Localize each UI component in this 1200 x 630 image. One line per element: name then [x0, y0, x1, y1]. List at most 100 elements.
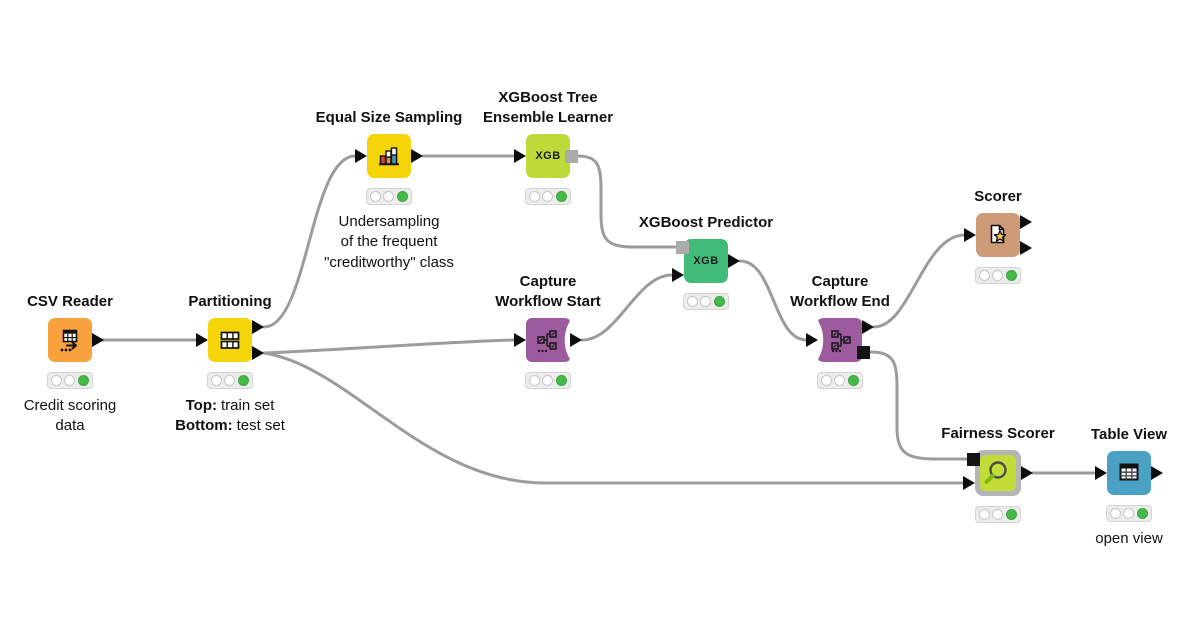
- wire-predictor-captureend[interactable]: [738, 259, 808, 342]
- node-label: XGBoost Tree Ensemble Learner: [482, 89, 614, 127]
- traffic-yellow-off: [834, 375, 846, 386]
- workflow-merge-icon: [827, 327, 853, 353]
- data-input-port[interactable]: [963, 476, 975, 490]
- capture-start-body[interactable]: [526, 318, 570, 362]
- workflow-input-port[interactable]: [967, 452, 980, 466]
- node-annotation: Top:train set Bottom:test set: [175, 397, 285, 435]
- traffic-green-on: [555, 375, 567, 386]
- model-input-port[interactable]: [676, 240, 689, 254]
- traffic-red-off: [821, 375, 833, 386]
- output-port[interactable]: [92, 333, 104, 347]
- output-port-test[interactable]: [252, 346, 264, 360]
- node-label: Equal Size Sampling: [315, 109, 463, 127]
- wire-learner-predictor-model[interactable]: [576, 154, 678, 249]
- traffic-red-off: [211, 375, 223, 386]
- bar-chart-icon: [379, 147, 399, 166]
- traffic-red-off: [51, 375, 63, 386]
- partitioning-body[interactable]: [208, 318, 252, 362]
- output-port-train[interactable]: [252, 320, 264, 334]
- input-port[interactable]: [196, 333, 208, 347]
- table-grid-icon: [1119, 463, 1139, 481]
- workflow-branch-icon: [535, 327, 561, 353]
- node-label: Table View: [1090, 426, 1168, 444]
- wire-partitioning-fairnessscorer[interactable]: [262, 351, 965, 485]
- output-port-bottom[interactable]: [1020, 241, 1032, 255]
- magnifier-icon: [984, 461, 1007, 484]
- input-port[interactable]: [964, 228, 976, 242]
- wire-captureend-scorer[interactable]: [872, 233, 966, 329]
- traffic-red-off: [979, 270, 991, 281]
- traffic-yellow-off: [700, 296, 712, 307]
- input-port[interactable]: [806, 333, 818, 347]
- node-scorer[interactable]: Scorer: [964, 188, 1032, 284]
- traffic-yellow-off: [992, 509, 1004, 520]
- xgboost-learner-body[interactable]: XGB: [526, 134, 570, 178]
- output-port[interactable]: [1151, 466, 1163, 480]
- node-xgboost-predictor[interactable]: XGBoost Predictor XGB: [639, 214, 773, 310]
- output-port[interactable]: [1021, 466, 1033, 480]
- model-output-port[interactable]: [565, 149, 578, 163]
- workflow-output-port[interactable]: [857, 345, 870, 359]
- status-traffic-light: [47, 372, 93, 389]
- traffic-green-on: [1005, 509, 1017, 520]
- node-partitioning[interactable]: Partitioning Top:train set Bottom:test s…: [175, 293, 285, 434]
- component-frame[interactable]: [975, 450, 1021, 496]
- traffic-red-off: [529, 375, 541, 386]
- traffic-yellow-off: [542, 191, 554, 202]
- traffic-green-on: [237, 375, 249, 386]
- traffic-red-off: [1110, 508, 1122, 519]
- status-traffic-light: [975, 267, 1021, 284]
- data-output-port[interactable]: [862, 320, 874, 334]
- data-input-port[interactable]: [672, 268, 684, 282]
- partition-tables-icon: [220, 331, 240, 349]
- document-star-icon: [990, 224, 1007, 244]
- equal-size-sampling-body[interactable]: [367, 134, 411, 178]
- status-traffic-light: [683, 293, 729, 310]
- scorer-body[interactable]: [976, 213, 1020, 257]
- node-xgboost-learner[interactable]: XGBoost Tree Ensemble Learner XGB: [483, 89, 613, 205]
- wire-captureend-fairnessscorer[interactable]: [868, 350, 969, 461]
- node-capture-workflow-end[interactable]: Capture Workflow End: [790, 273, 890, 389]
- node-csv-reader[interactable]: CSV Reader Credit scoring data: [24, 293, 117, 434]
- status-traffic-light: [207, 372, 253, 389]
- traffic-red-off: [370, 191, 382, 202]
- traffic-red-off: [979, 509, 991, 520]
- status-traffic-light: [975, 506, 1021, 523]
- input-port[interactable]: [514, 149, 526, 163]
- node-label: CSV Reader: [27, 293, 113, 311]
- traffic-yellow-off: [992, 270, 1004, 281]
- input-port[interactable]: [1095, 466, 1107, 480]
- status-traffic-light: [817, 372, 863, 389]
- input-port[interactable]: [514, 333, 526, 347]
- traffic-green-on: [77, 375, 89, 386]
- traffic-green-on: [1136, 508, 1148, 519]
- table-view-body[interactable]: [1107, 451, 1151, 495]
- node-equal-size-sampling[interactable]: Equal Size Sampling Undersampling of the…: [316, 109, 463, 271]
- node-label: Partitioning: [188, 293, 272, 311]
- wire-capturestart-predictor[interactable]: [580, 273, 674, 342]
- node-label: Capture Workflow End: [790, 273, 890, 311]
- status-traffic-light: [366, 188, 412, 205]
- output-port[interactable]: [728, 254, 740, 268]
- capture-end-body[interactable]: [818, 318, 862, 362]
- xgboost-predictor-body[interactable]: XGB: [684, 239, 728, 283]
- node-label: Scorer: [974, 188, 1022, 206]
- csv-reader-body[interactable]: [48, 318, 92, 362]
- wire-partitioning-capturestart[interactable]: [262, 338, 516, 355]
- output-port[interactable]: [570, 333, 582, 347]
- traffic-red-off: [687, 296, 699, 307]
- node-annotation: Credit scoring data: [23, 397, 117, 435]
- output-port-top[interactable]: [1020, 215, 1032, 229]
- wire-partitioning-equalsizesampling[interactable]: [262, 154, 357, 329]
- input-port[interactable]: [355, 149, 367, 163]
- status-traffic-light: [525, 188, 571, 205]
- traffic-green-on: [847, 375, 859, 386]
- node-table-view[interactable]: Table View open view: [1091, 426, 1167, 547]
- traffic-yellow-off: [383, 191, 395, 202]
- node-fairness-scorer[interactable]: Fairness Scorer: [941, 425, 1055, 523]
- node-label: XGBoost Predictor: [638, 214, 774, 232]
- traffic-green-on: [1005, 270, 1017, 281]
- node-capture-workflow-start[interactable]: Capture Workflow Start: [495, 273, 601, 389]
- output-port[interactable]: [411, 149, 423, 163]
